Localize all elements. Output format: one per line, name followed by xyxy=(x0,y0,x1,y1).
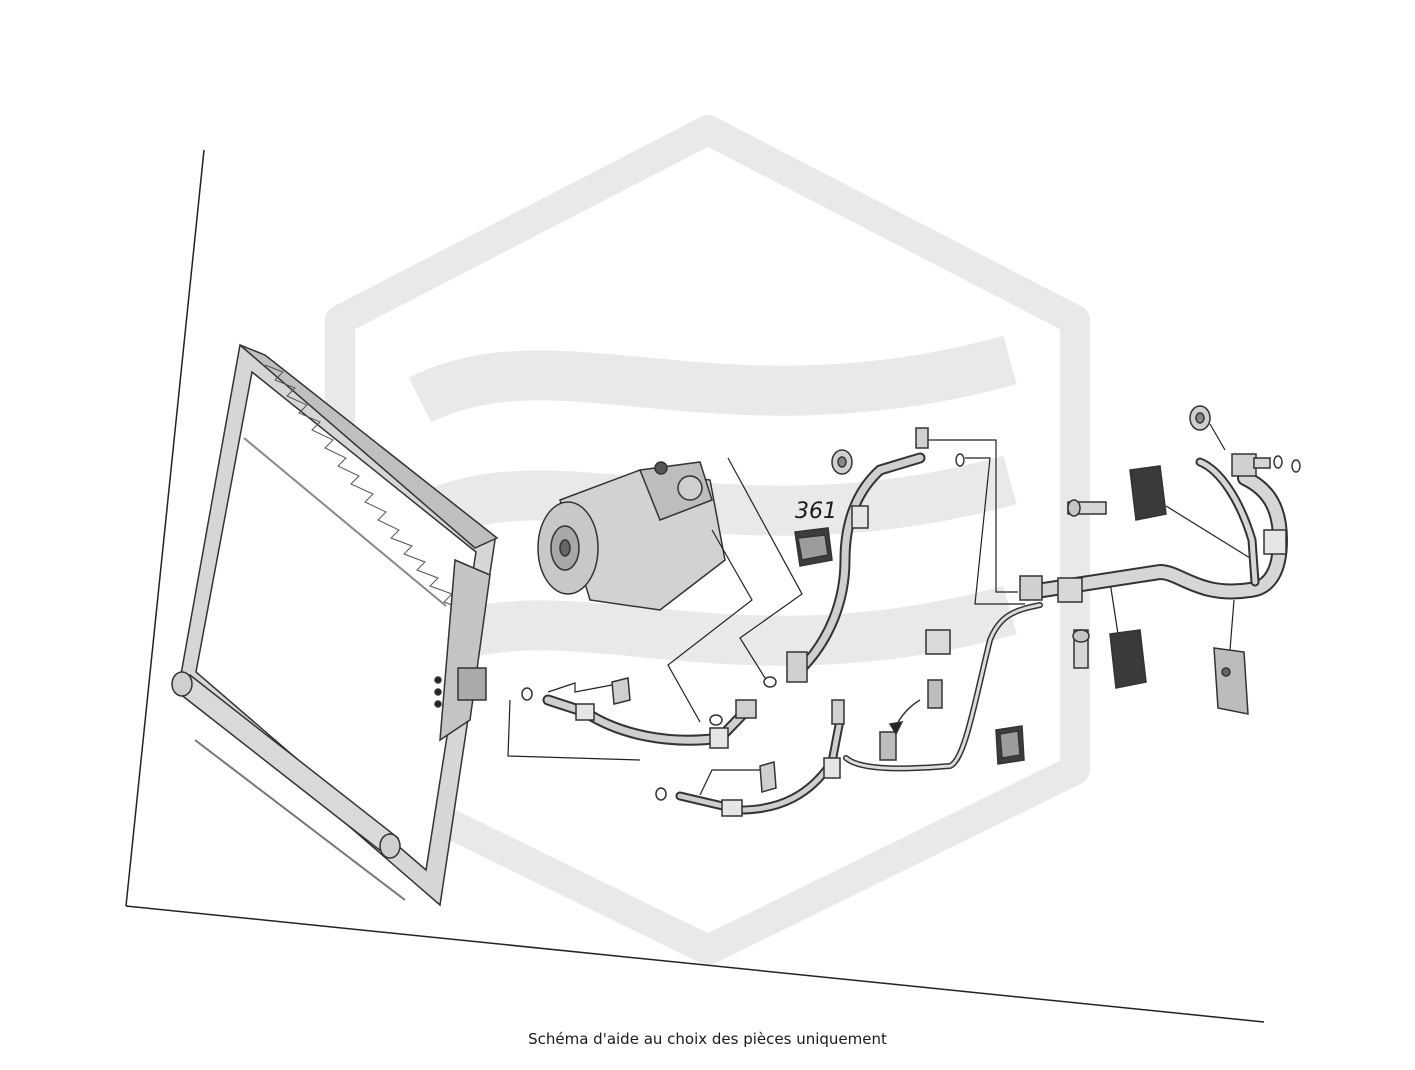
clamp-main-pipe xyxy=(1057,577,1083,603)
o-ring-evap-1 xyxy=(1273,455,1283,469)
fitting-compressor-block xyxy=(786,651,808,683)
radiator-top-rail xyxy=(239,344,499,549)
border-left xyxy=(125,149,205,907)
nut-block-1 xyxy=(611,677,631,705)
radiator-condenser xyxy=(171,343,499,907)
radiator-side-bracket xyxy=(439,558,491,742)
hose-crimp-2 xyxy=(709,727,729,749)
fittings xyxy=(521,405,1301,817)
rubber-sleeve xyxy=(794,527,833,567)
sensor-connector xyxy=(925,629,951,655)
watermark-hexagon xyxy=(325,115,1090,965)
radiator-bottom-rod xyxy=(194,739,406,901)
ac-compressor xyxy=(537,461,726,611)
leader-lines xyxy=(507,423,1251,796)
radiator-connector-block xyxy=(457,667,487,701)
border-bottom xyxy=(125,905,1265,1023)
leader-hose-top xyxy=(928,439,1018,593)
hose-crimp-3 xyxy=(721,799,743,817)
watermark-stripe-bottom xyxy=(408,585,1017,673)
radiator-diagonal-rod xyxy=(243,437,447,607)
o-ring-evap-2 xyxy=(1291,459,1301,473)
clip-dark-lower xyxy=(1109,629,1147,689)
leader-compressor-lower xyxy=(667,529,753,723)
leader-hose-lower xyxy=(507,699,641,761)
clip-dark-top xyxy=(1129,465,1167,521)
fitting-liquid-upper xyxy=(831,699,845,725)
receiver-drier-cap-left xyxy=(171,671,193,697)
part-number-label: 361 xyxy=(795,499,837,524)
o-ring-liquid xyxy=(655,787,667,801)
o-ring-top xyxy=(955,453,965,467)
leader-nut-right xyxy=(1209,423,1226,451)
leader-clamp xyxy=(1109,581,1119,635)
nut-block-2 xyxy=(759,761,777,793)
receiver-drier-cap-right xyxy=(379,833,401,859)
o-ring-discharge xyxy=(709,714,723,726)
service-port-top xyxy=(915,427,929,449)
hose-crimp-1 xyxy=(851,505,869,529)
hose-crimp-5 xyxy=(1263,529,1287,555)
diagram-border xyxy=(125,149,1265,1023)
o-ring-condenser xyxy=(521,687,533,701)
fitting-pipe-junction xyxy=(1019,575,1043,601)
leader-bracket xyxy=(1229,599,1235,651)
o-ring-compressor xyxy=(763,676,777,688)
radiator-frame-inner xyxy=(195,370,477,872)
leader-nut-1 xyxy=(547,682,613,693)
bracket-plate xyxy=(1213,647,1249,715)
pressure-sensor xyxy=(927,679,943,709)
leader-clip xyxy=(1165,505,1251,559)
diagram-caption: Schéma d'aide au choix des pièces unique… xyxy=(528,1030,887,1048)
pressure-switch xyxy=(879,731,897,761)
hose-crimp-4 xyxy=(823,757,841,779)
hose-crimp-6 xyxy=(575,703,595,721)
watermark-stripe-top xyxy=(408,335,1017,423)
radiator-lattice xyxy=(264,364,466,611)
leader-compressor xyxy=(727,457,803,679)
fitting-discharge-block xyxy=(735,699,757,719)
leader-nut-2 xyxy=(699,769,760,796)
liquid-line-lower xyxy=(675,715,845,815)
leader-hose-top-2 xyxy=(965,457,1025,605)
fitting-evaporator xyxy=(1231,453,1257,477)
